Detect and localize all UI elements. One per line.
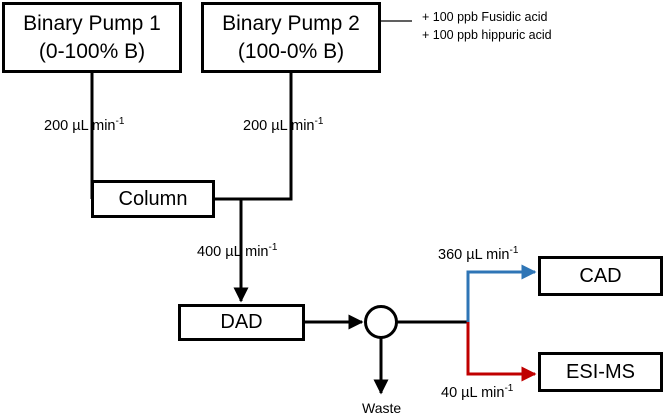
binary-pump-1-box: Binary Pump 1 (0-100% B) xyxy=(2,2,182,73)
dad-box: DAD xyxy=(178,304,305,341)
cad-flow-label: 360 µL min-1 xyxy=(438,245,519,263)
binary-pump-2-name: Binary Pump 2 xyxy=(222,11,360,35)
cad-box: CAD xyxy=(538,256,663,296)
additive-hippuric-acid: + 100 ppb hippuric acid xyxy=(422,28,552,42)
binary-pump-2-box: Binary Pump 2 (100-0% B) xyxy=(201,2,381,73)
binary-pump-1-gradient: (0-100% B) xyxy=(38,39,146,63)
pump2-flow-line xyxy=(214,72,293,201)
cad-label: CAD xyxy=(579,264,622,287)
additive-note: + 100 ppb Fusidic acid + 100 ppb hippuri… xyxy=(422,8,552,44)
splitter-valve-icon xyxy=(364,305,398,339)
waste-label: Waste xyxy=(362,400,402,416)
binary-pump-2-gradient: (100-0% B) xyxy=(237,39,345,63)
esims-label: ESI-MS xyxy=(566,360,635,383)
column-box: Column xyxy=(91,180,215,218)
dad-label: DAD xyxy=(220,311,263,333)
esims-branch-arrow xyxy=(466,322,537,382)
pump1-flow-label: 200 µL min-1 xyxy=(44,116,125,134)
esims-box: ESI-MS xyxy=(538,352,663,392)
column-label: Column xyxy=(118,187,188,210)
binary-pump-1-name: Binary Pump 1 xyxy=(23,11,161,35)
esims-flow-label: 40 µL min-1 xyxy=(441,383,514,401)
combined-flow-label: 400 µL min-1 xyxy=(197,242,278,260)
pump2-flow-label: 200 µL min-1 xyxy=(243,116,324,134)
additive-fusidic-acid: + 100 ppb Fusidic acid xyxy=(422,10,548,24)
cad-branch-arrow xyxy=(466,264,537,322)
